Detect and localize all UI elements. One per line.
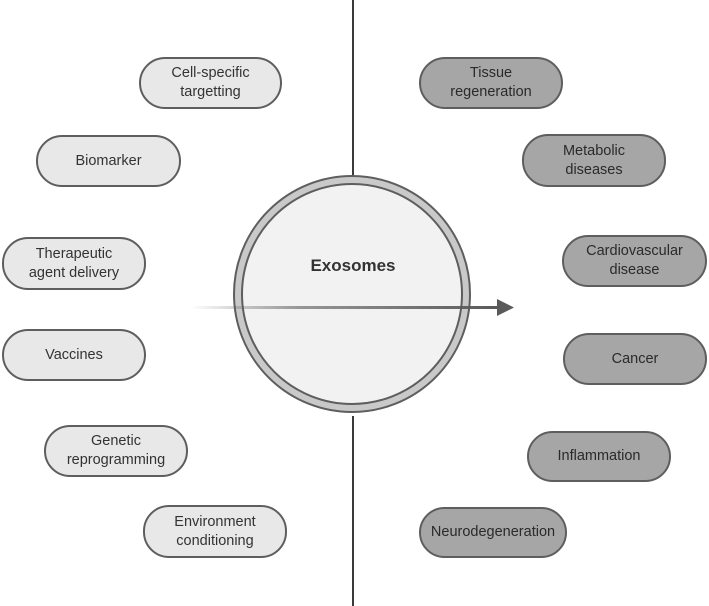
- pill-cardiovascular-disease: Cardiovascular disease: [562, 235, 707, 287]
- arrow-head: [497, 299, 514, 316]
- pill-vaccines: Vaccines: [2, 329, 146, 381]
- pill-metabolic-diseases: Metabolic diseases: [522, 134, 666, 187]
- pill-cell-specific-targetting: Cell-specific targetting: [139, 57, 282, 109]
- pill-biomarker: Biomarker: [36, 135, 181, 187]
- exosomes-title: Exosomes: [310, 256, 396, 275]
- pill-cancer: Cancer: [563, 333, 707, 385]
- pill-therapeutic-agent-delivery: Therapeutic agent delivery: [2, 237, 146, 290]
- pill-environment-conditioning: Environment conditioning: [143, 505, 287, 558]
- exosome-inner-circle: [241, 183, 463, 405]
- pill-genetic-reprogramming: Genetic reprogramming: [44, 425, 188, 477]
- arrow-shaft: [190, 306, 498, 309]
- pill-inflammation: Inflammation: [527, 431, 671, 482]
- pill-tissue-regeneration: Tissue regeneration: [419, 57, 563, 109]
- pill-neurodegeneration: Neurodegeneration: [419, 507, 567, 558]
